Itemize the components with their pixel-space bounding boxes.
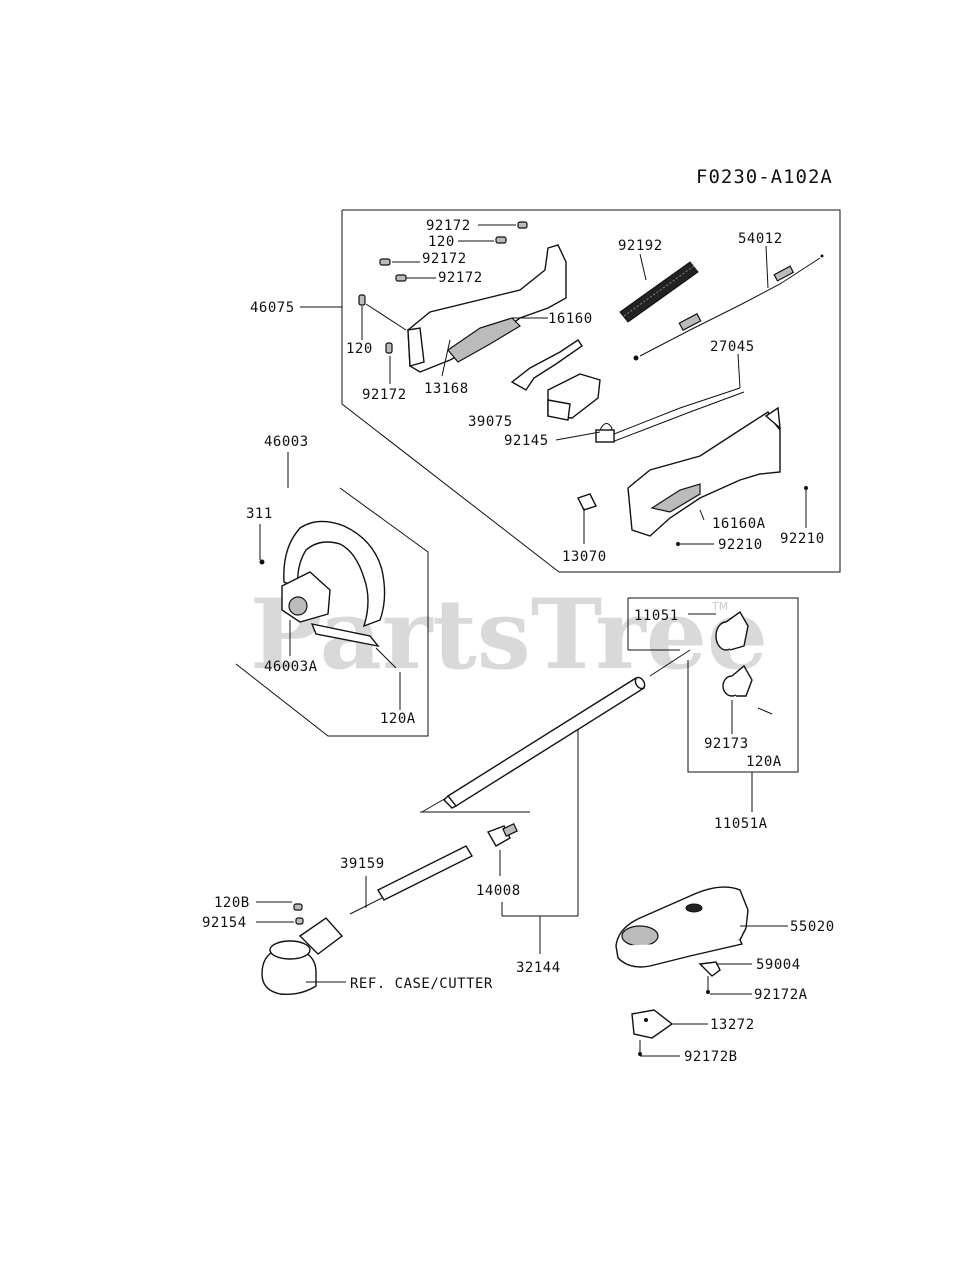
label-120-left: 120 [346,341,373,357]
label-92173: 92173 [704,736,749,752]
handle-upper-part-16160 [407,244,567,373]
label-92145: 92145 [504,433,549,449]
leader-lines-loop [259,452,401,710]
label-92210-b: 92210 [780,531,825,547]
label-11051A: 11051A [714,816,768,832]
label-39159: 39159 [340,856,385,872]
label-92192: 92192 [618,238,663,254]
coupling-14008 [486,823,518,847]
label-11051: 11051 [634,608,679,624]
throttle-cable-54012 [633,254,824,361]
label-54012: 54012 [738,231,783,247]
cable-27045 [595,387,745,443]
label-92172-b: 92172 [422,251,467,267]
label-92210-a: 92210 [718,537,763,553]
guard-55020 [615,886,749,968]
label-13272: 13272 [710,1017,755,1033]
grip-92192 [619,261,699,323]
label-16160: 16160 [548,311,593,327]
label-14008: 14008 [476,883,521,899]
label-120-top: 120 [428,234,455,250]
handle-assembly-frame [341,209,841,573]
clamp-11051 [715,610,773,715]
handle-lower-part-16160A [627,406,781,537]
label-92172A: 92172A [754,987,808,1003]
label-55020: 55020 [790,919,835,935]
trigger-39075 [510,339,601,421]
label-ref-case-cutter: REF. CASE/CUTTER [350,976,493,992]
diagram-code: F0230-A102A [696,166,833,188]
label-92172-c: 92172 [438,270,483,286]
leader-lines-handle [300,224,807,545]
bracket-59004 [698,961,721,994]
label-46003A: 46003A [264,659,318,675]
label-13168: 13168 [424,381,469,397]
loop-handle-46003 [281,520,397,669]
leader-lines-shaft [256,730,579,983]
clamp-frame [627,597,799,773]
label-39075: 39075 [468,414,513,430]
label-311: 311 [246,506,273,522]
label-120A-left: 120A [380,711,416,727]
clip-13070 [577,493,597,511]
label-92172B: 92172B [684,1049,738,1065]
label-92172-top: 92172 [426,218,471,234]
loop-handle-frame [235,487,429,737]
label-13070: 13070 [562,549,607,565]
label-16160A: 16160A [712,516,766,532]
blade-13272 [631,1009,674,1056]
leader-lines-clamp [688,613,753,812]
part-labels: 92172 120 92172 92172 46075 16160 120 92… [202,218,835,1065]
label-59004: 59004 [756,957,801,973]
screw-92210-a [676,542,680,546]
screw-92210-b [804,486,808,490]
label-120A-right: 120A [746,754,782,770]
leader-lines-guard [639,925,788,1057]
screws-top [358,221,528,354]
label-92172-left: 92172 [362,387,407,403]
label-46003: 46003 [264,434,309,450]
watermark-tm: TM [711,600,728,613]
label-92154: 92154 [202,915,247,931]
gear-case [261,903,344,996]
label-32144: 32144 [516,960,561,976]
label-120B: 120B [214,895,250,911]
label-27045: 27045 [710,339,755,355]
shaft-32144 [420,649,691,813]
label-46075: 46075 [250,300,295,316]
screw-311 [259,559,265,565]
